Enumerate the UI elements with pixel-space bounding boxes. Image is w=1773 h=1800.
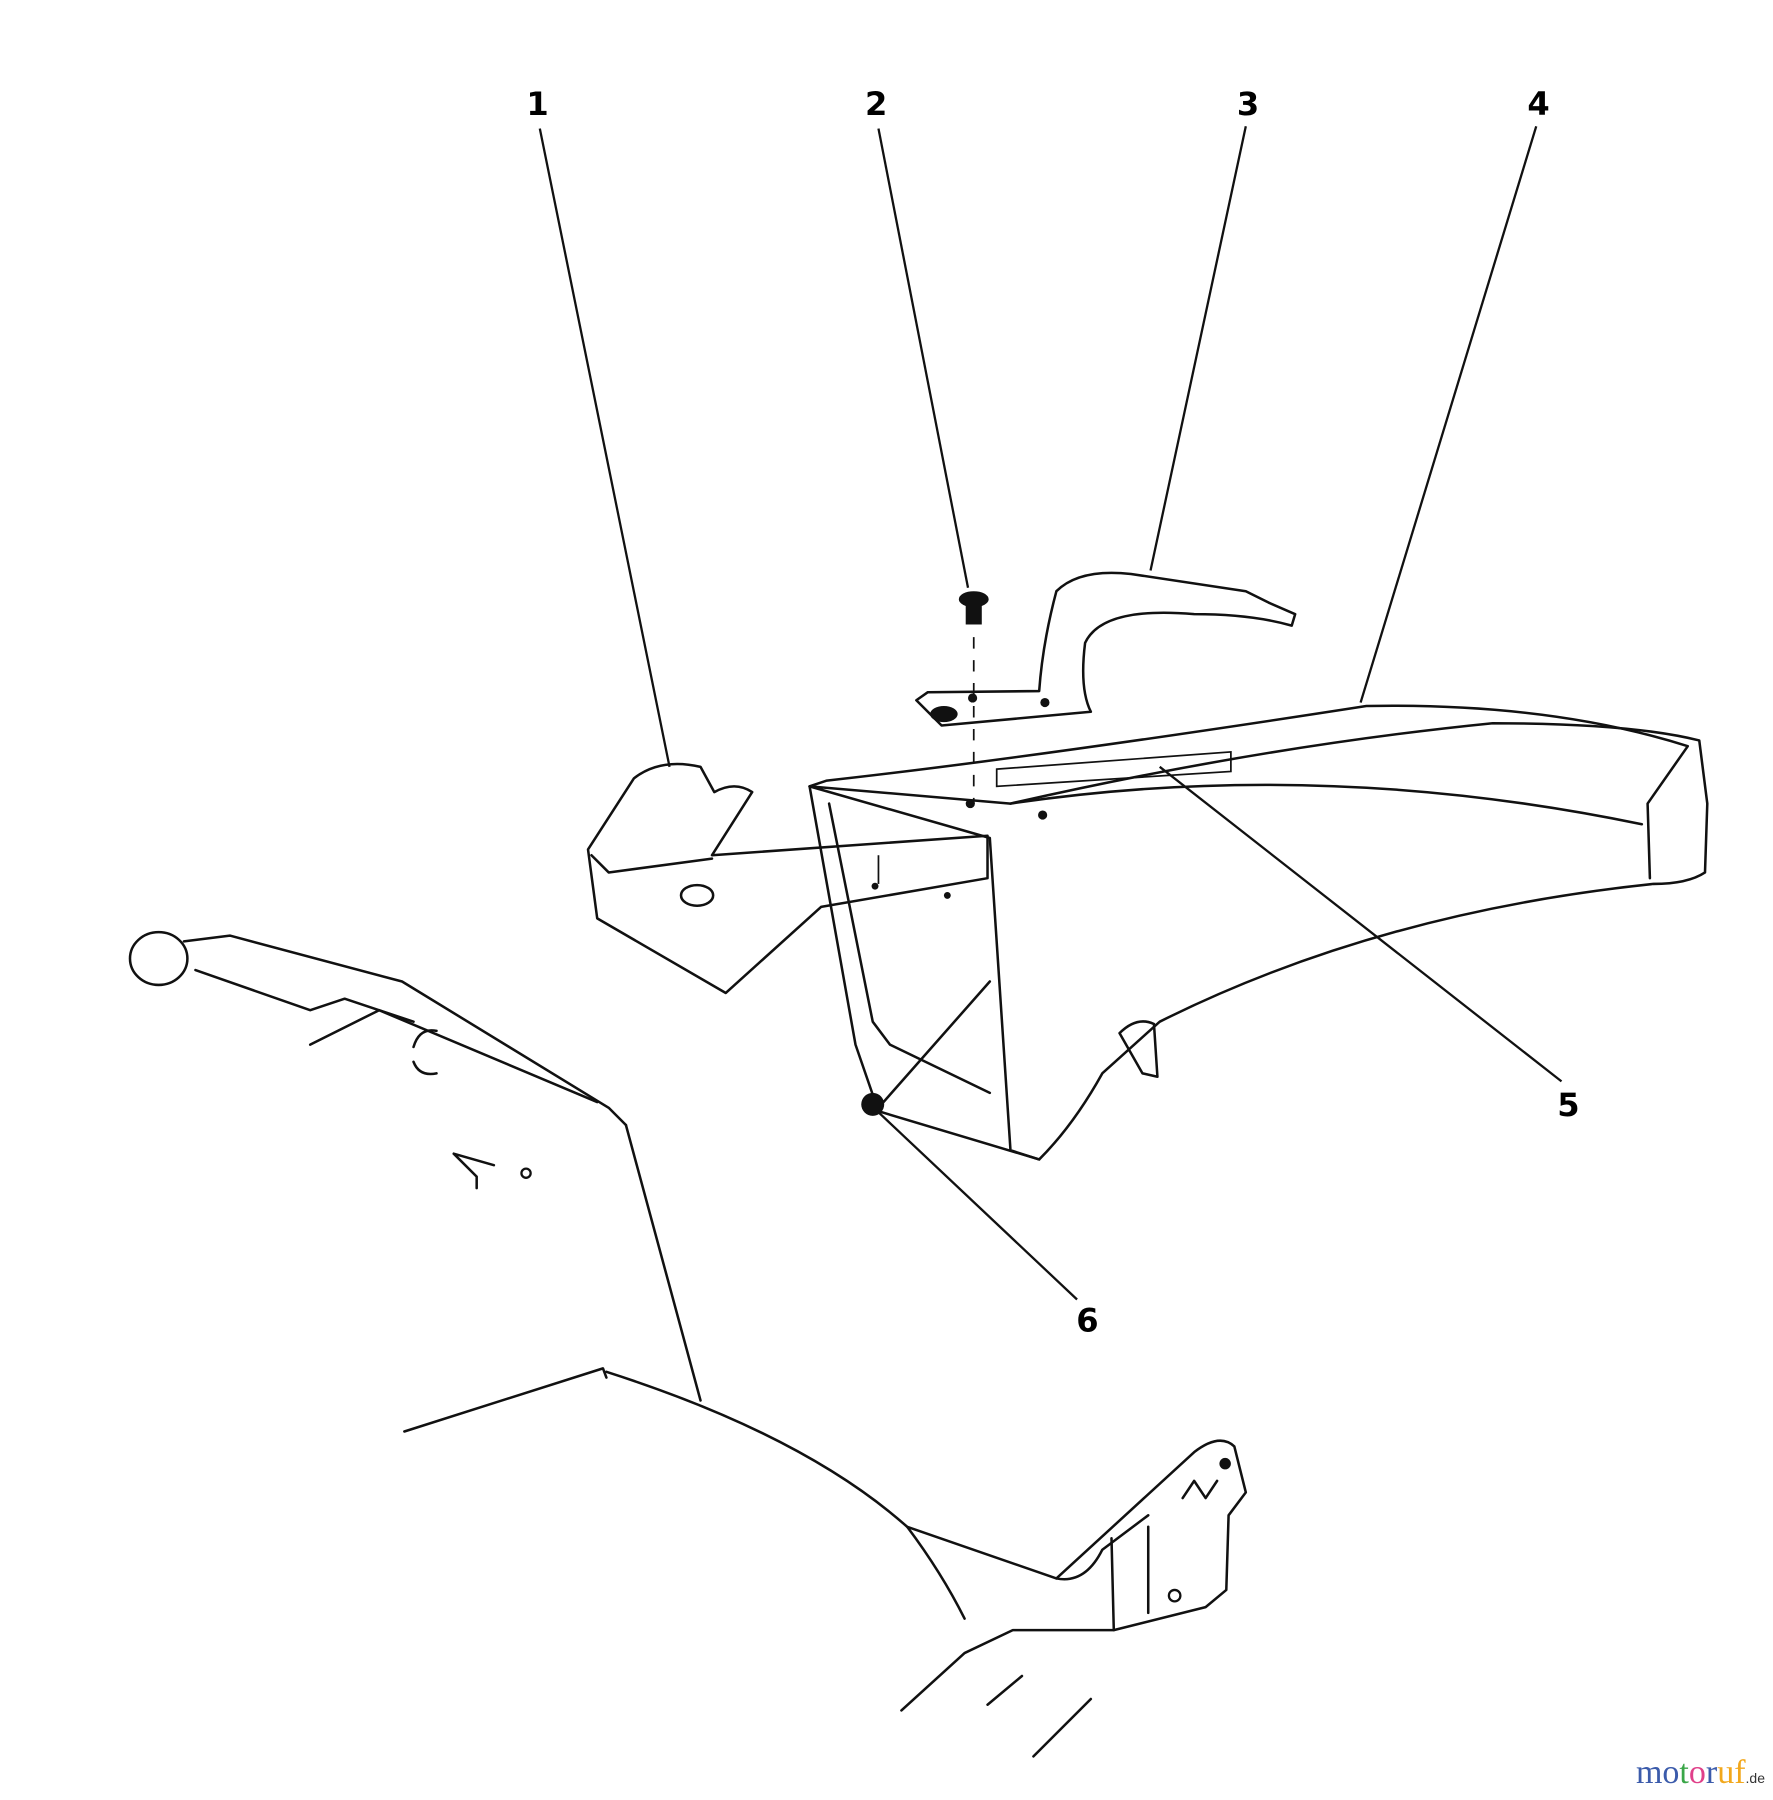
callout-1: 1 <box>526 85 548 123</box>
mower-housing-context <box>128 930 1248 1758</box>
leader-line-1 <box>538 128 671 768</box>
leader-line-6 <box>875 1109 1078 1301</box>
logo-letter: u <box>1717 1754 1735 1791</box>
leader-line-5 <box>1159 765 1563 1083</box>
part-6-nut <box>861 1092 885 1116</box>
logo-tld: .de <box>1745 1770 1765 1786</box>
logo-letter: o <box>1688 1754 1706 1791</box>
part-3-handle <box>915 571 1297 727</box>
callout-5: 5 <box>1557 1086 1579 1124</box>
leader-line-2 <box>877 128 970 588</box>
callout-3: 3 <box>1237 85 1259 123</box>
part-2-screw <box>958 591 989 804</box>
logo-letter: f <box>1734 1754 1746 1791</box>
leader-line-3 <box>1149 126 1247 571</box>
part-1-bracket <box>586 762 989 995</box>
logo-letter: m <box>1635 1754 1663 1791</box>
part-4-discharge-chute <box>808 704 1709 1161</box>
logo-letter: o <box>1662 1754 1680 1791</box>
logo-letter: r <box>1705 1754 1718 1791</box>
leader-line-4 <box>1359 125 1538 703</box>
callout-4: 4 <box>1527 85 1549 123</box>
motoruf-watermark-logo: motoruf.de <box>1636 1754 1765 1792</box>
callout-2: 2 <box>865 85 887 123</box>
logo-letter: t <box>1679 1754 1689 1791</box>
callout-6: 6 <box>1076 1302 1098 1340</box>
